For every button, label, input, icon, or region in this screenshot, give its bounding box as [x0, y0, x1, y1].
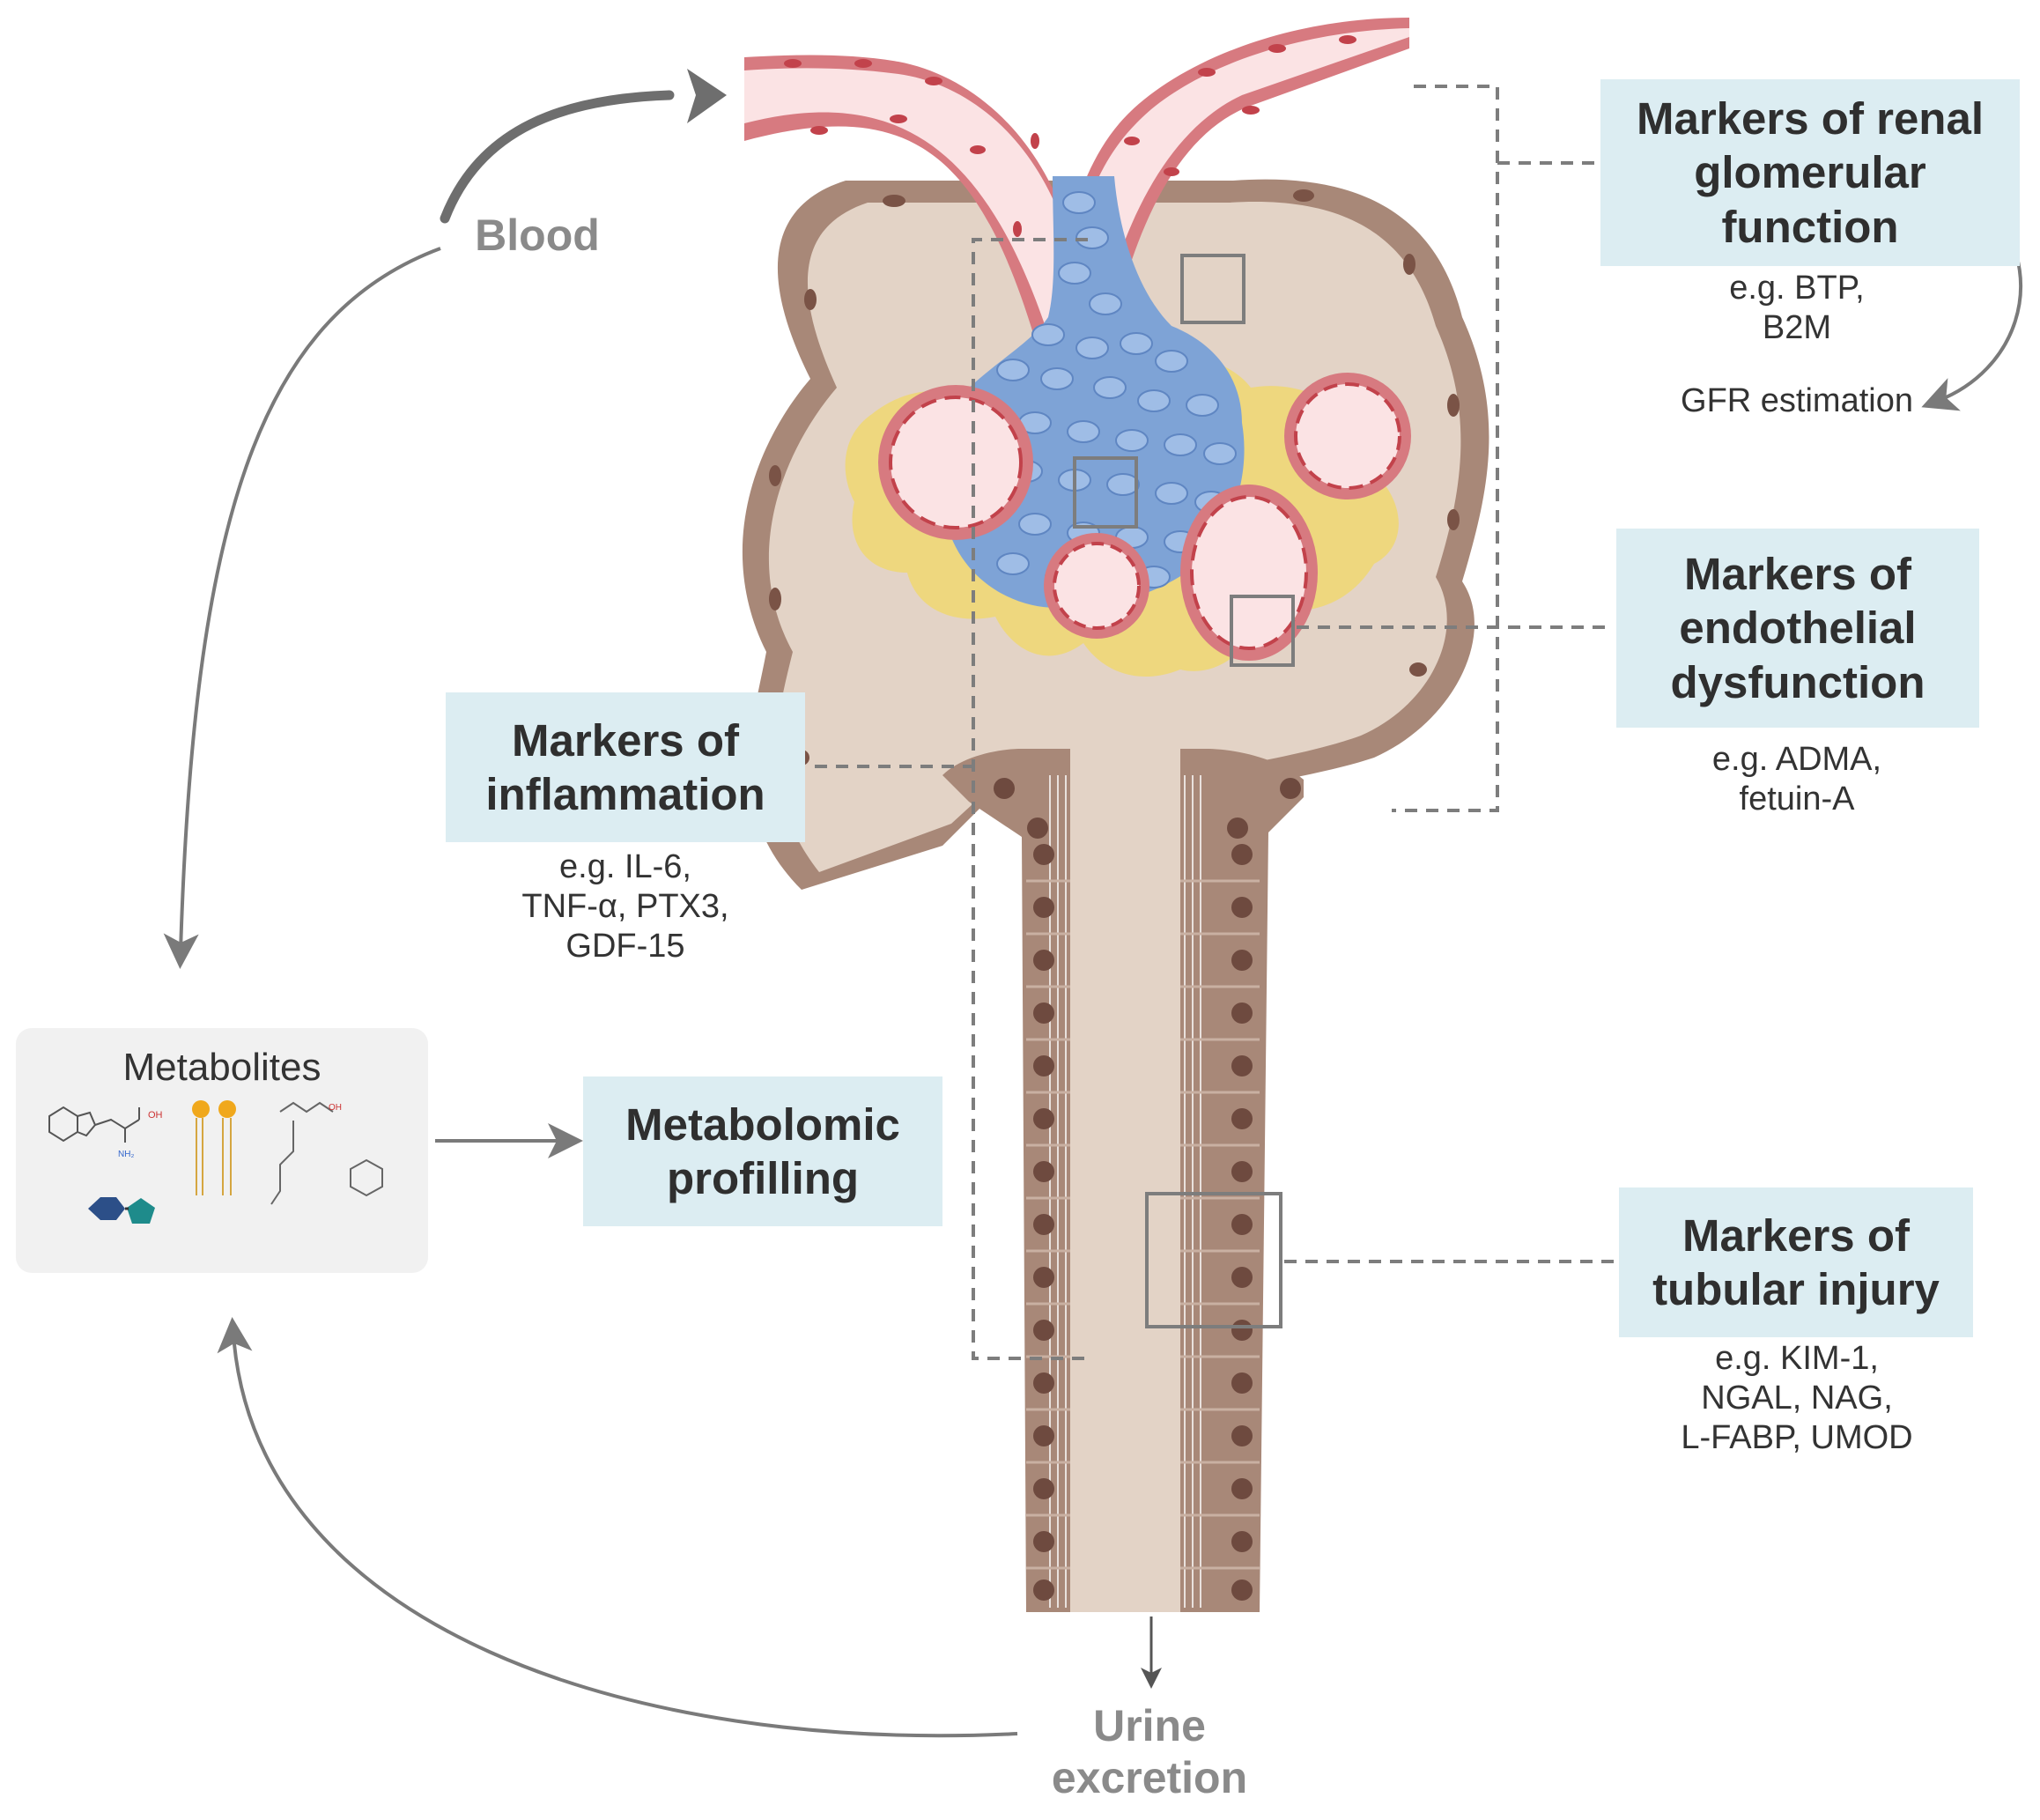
metabolomic-box: Metabolomic profilling [583, 1076, 942, 1226]
endothelial-title: Markers of endothelial dysfunction [1670, 549, 1925, 707]
blood-arrowhead [687, 69, 727, 123]
capsule-nuclei [769, 189, 1460, 766]
dashed-connectors [815, 85, 1616, 1360]
tubular-title: Markers of tubular injury [1652, 1210, 1940, 1314]
zoom-boxes [1073, 254, 1295, 1328]
svg-text:OH: OH [329, 1103, 342, 1113]
metabolomic-title: Metabolomic profilling [625, 1099, 900, 1203]
svg-text:NH₂: NH₂ [118, 1150, 134, 1159]
urine-excretion-label: Urine excretion [1051, 1701, 1248, 1802]
blood-label: Blood [475, 211, 600, 260]
inflammation-examples: e.g. IL-6, TNF-α, PTX3, GDF-15 [521, 848, 729, 965]
tubular-box: Markers of tubular injury [1619, 1187, 1973, 1337]
proximal-tubule [942, 749, 1304, 1612]
blood-arrow [440, 90, 675, 224]
metabolites-panel: Metabolites OH NH₂ OH [16, 1028, 428, 1273]
tubular-examples: e.g. KIM-1, NGAL, NAG, L-FABP, UMOD [1681, 1340, 1913, 1456]
endothelial-box: Markers of endothelial dysfunction [1616, 529, 1979, 728]
gfr-estimation-label: GFR estimation [1681, 382, 1913, 419]
capillary-loops [878, 373, 1411, 661]
endothelial-examples: e.g. ADMA, fetuin-A [1711, 741, 1882, 818]
renal-glomerular-title: Markers of renal glomerular function [1636, 93, 1984, 252]
metabolite-structures-icon: OH NH₂ OH [48, 1100, 383, 1224]
inflammation-title: Markers of inflammation [485, 714, 765, 819]
svg-text:OH: OH [148, 1110, 163, 1121]
renal-glomerular-examples: e.g. BTP, B2M [1729, 270, 1865, 346]
metabolites-title: Metabolites [122, 1046, 322, 1089]
inflammation-box: Markers of inflammation [446, 692, 805, 842]
renal-glomerular-box: Markers of renal glomerular function [1600, 79, 2020, 266]
